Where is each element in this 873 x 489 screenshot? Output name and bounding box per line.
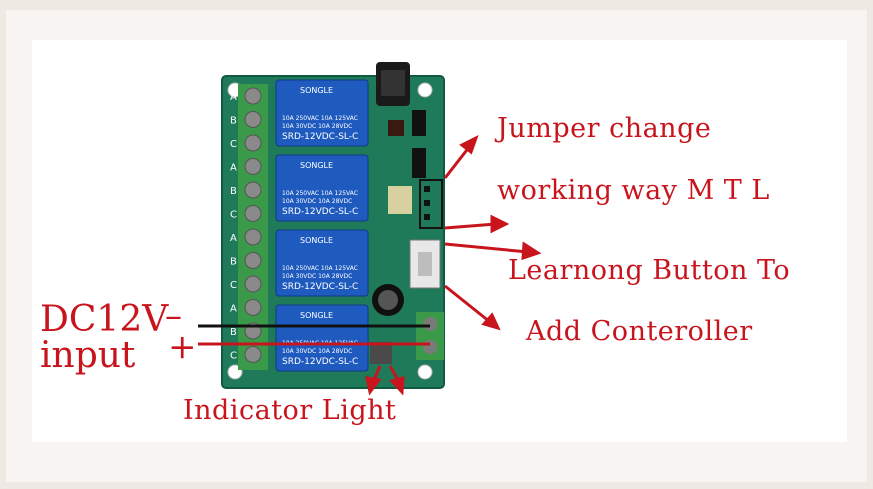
learning-button-label-line2: Add Conteroller <box>526 316 753 347</box>
crystal-module <box>388 186 412 214</box>
jumper-header <box>419 179 443 229</box>
relay-model-text: SRD-12VDC-SL-C <box>282 282 358 292</box>
relay-rating-text: 10A 30VDC 10A 28VDC <box>282 198 352 205</box>
terminal-screw <box>244 228 262 246</box>
relay-rating-text: 10A 250VAC 10A 125VAC <box>282 190 358 197</box>
terminal-letter-column: A B C A B C A B C A B C <box>230 92 237 362</box>
relay-rating-text: 10A 30VDC 10A 28VDC <box>282 348 352 355</box>
relay-model-text: SRD-12VDC-SL-C <box>282 207 358 217</box>
relay-model-text: SRD-12VDC-SL-C <box>282 132 358 142</box>
terminal-screw <box>244 299 262 316</box>
terminal-screw <box>244 252 262 269</box>
jumper-label-line2: working way M T L <box>497 175 770 206</box>
jumper-label-line1: Jumper change <box>497 113 712 144</box>
terminal-screw <box>244 181 262 199</box>
terminal-letter: A <box>230 233 237 244</box>
power-label-line1: DC12V <box>40 299 169 340</box>
relay-brand-text: SONGLE <box>300 311 333 320</box>
terminal-letter: B <box>230 257 237 268</box>
plus-sign-label: + <box>168 327 197 367</box>
terminal-block-strip <box>238 84 268 370</box>
annotation-arrows <box>365 134 542 396</box>
terminal-screw <box>244 275 262 293</box>
terminal-screw <box>244 346 262 363</box>
relay-board: A B C A B C A B C A B C SONGLE 10A 250VAC 10A 125VAC… <box>221 62 445 389</box>
relay-rating-text: 10A 250VAC 10A 125VAC <box>282 115 358 122</box>
terminal-letter: A <box>230 163 237 174</box>
relay-brand-text: SONGLE <box>300 161 333 170</box>
mount-hole <box>417 364 433 380</box>
terminal-block <box>238 84 268 370</box>
terminal-letter: B <box>230 327 237 338</box>
relay-model-text: SRD-12VDC-SL-C <box>282 357 358 367</box>
terminal-letter: B <box>230 116 237 127</box>
indicator-led-block <box>370 342 392 364</box>
relay-rating-text: 10A 250VAC 10A 125VAC <box>282 265 358 272</box>
indicator-light-label: Indicator Light <box>183 395 397 426</box>
terminal-letter: C <box>230 139 237 150</box>
terminal-screw <box>244 111 262 128</box>
terminal-letter: C <box>230 351 237 362</box>
learning-button-label-line1: Learnong Button To <box>508 255 791 286</box>
terminal-letter: C <box>230 280 237 291</box>
terminal-screw <box>244 134 262 152</box>
relay-rating-text: 10A 30VDC 10A 28VDC <box>282 273 352 280</box>
terminal-letter: A <box>230 304 237 315</box>
terminal-letter: A <box>230 92 237 103</box>
inductor <box>388 120 404 136</box>
mount-hole <box>417 82 433 98</box>
minus-sign-label: – <box>165 296 182 336</box>
power-label-line2: input <box>40 335 136 376</box>
relay-brand-text: SONGLE <box>300 86 333 95</box>
terminal-screw <box>244 158 262 175</box>
terminal-screw <box>244 87 262 105</box>
terminal-letter: B <box>230 186 237 197</box>
terminal-letter: C <box>230 210 237 221</box>
relay-brand-text: SONGLE <box>300 236 333 245</box>
relay-rating-text: 10A 30VDC 10A 28VDC <box>282 123 352 130</box>
terminal-screw <box>244 205 262 222</box>
ic-chip <box>412 110 426 136</box>
ic-chip <box>412 148 426 178</box>
